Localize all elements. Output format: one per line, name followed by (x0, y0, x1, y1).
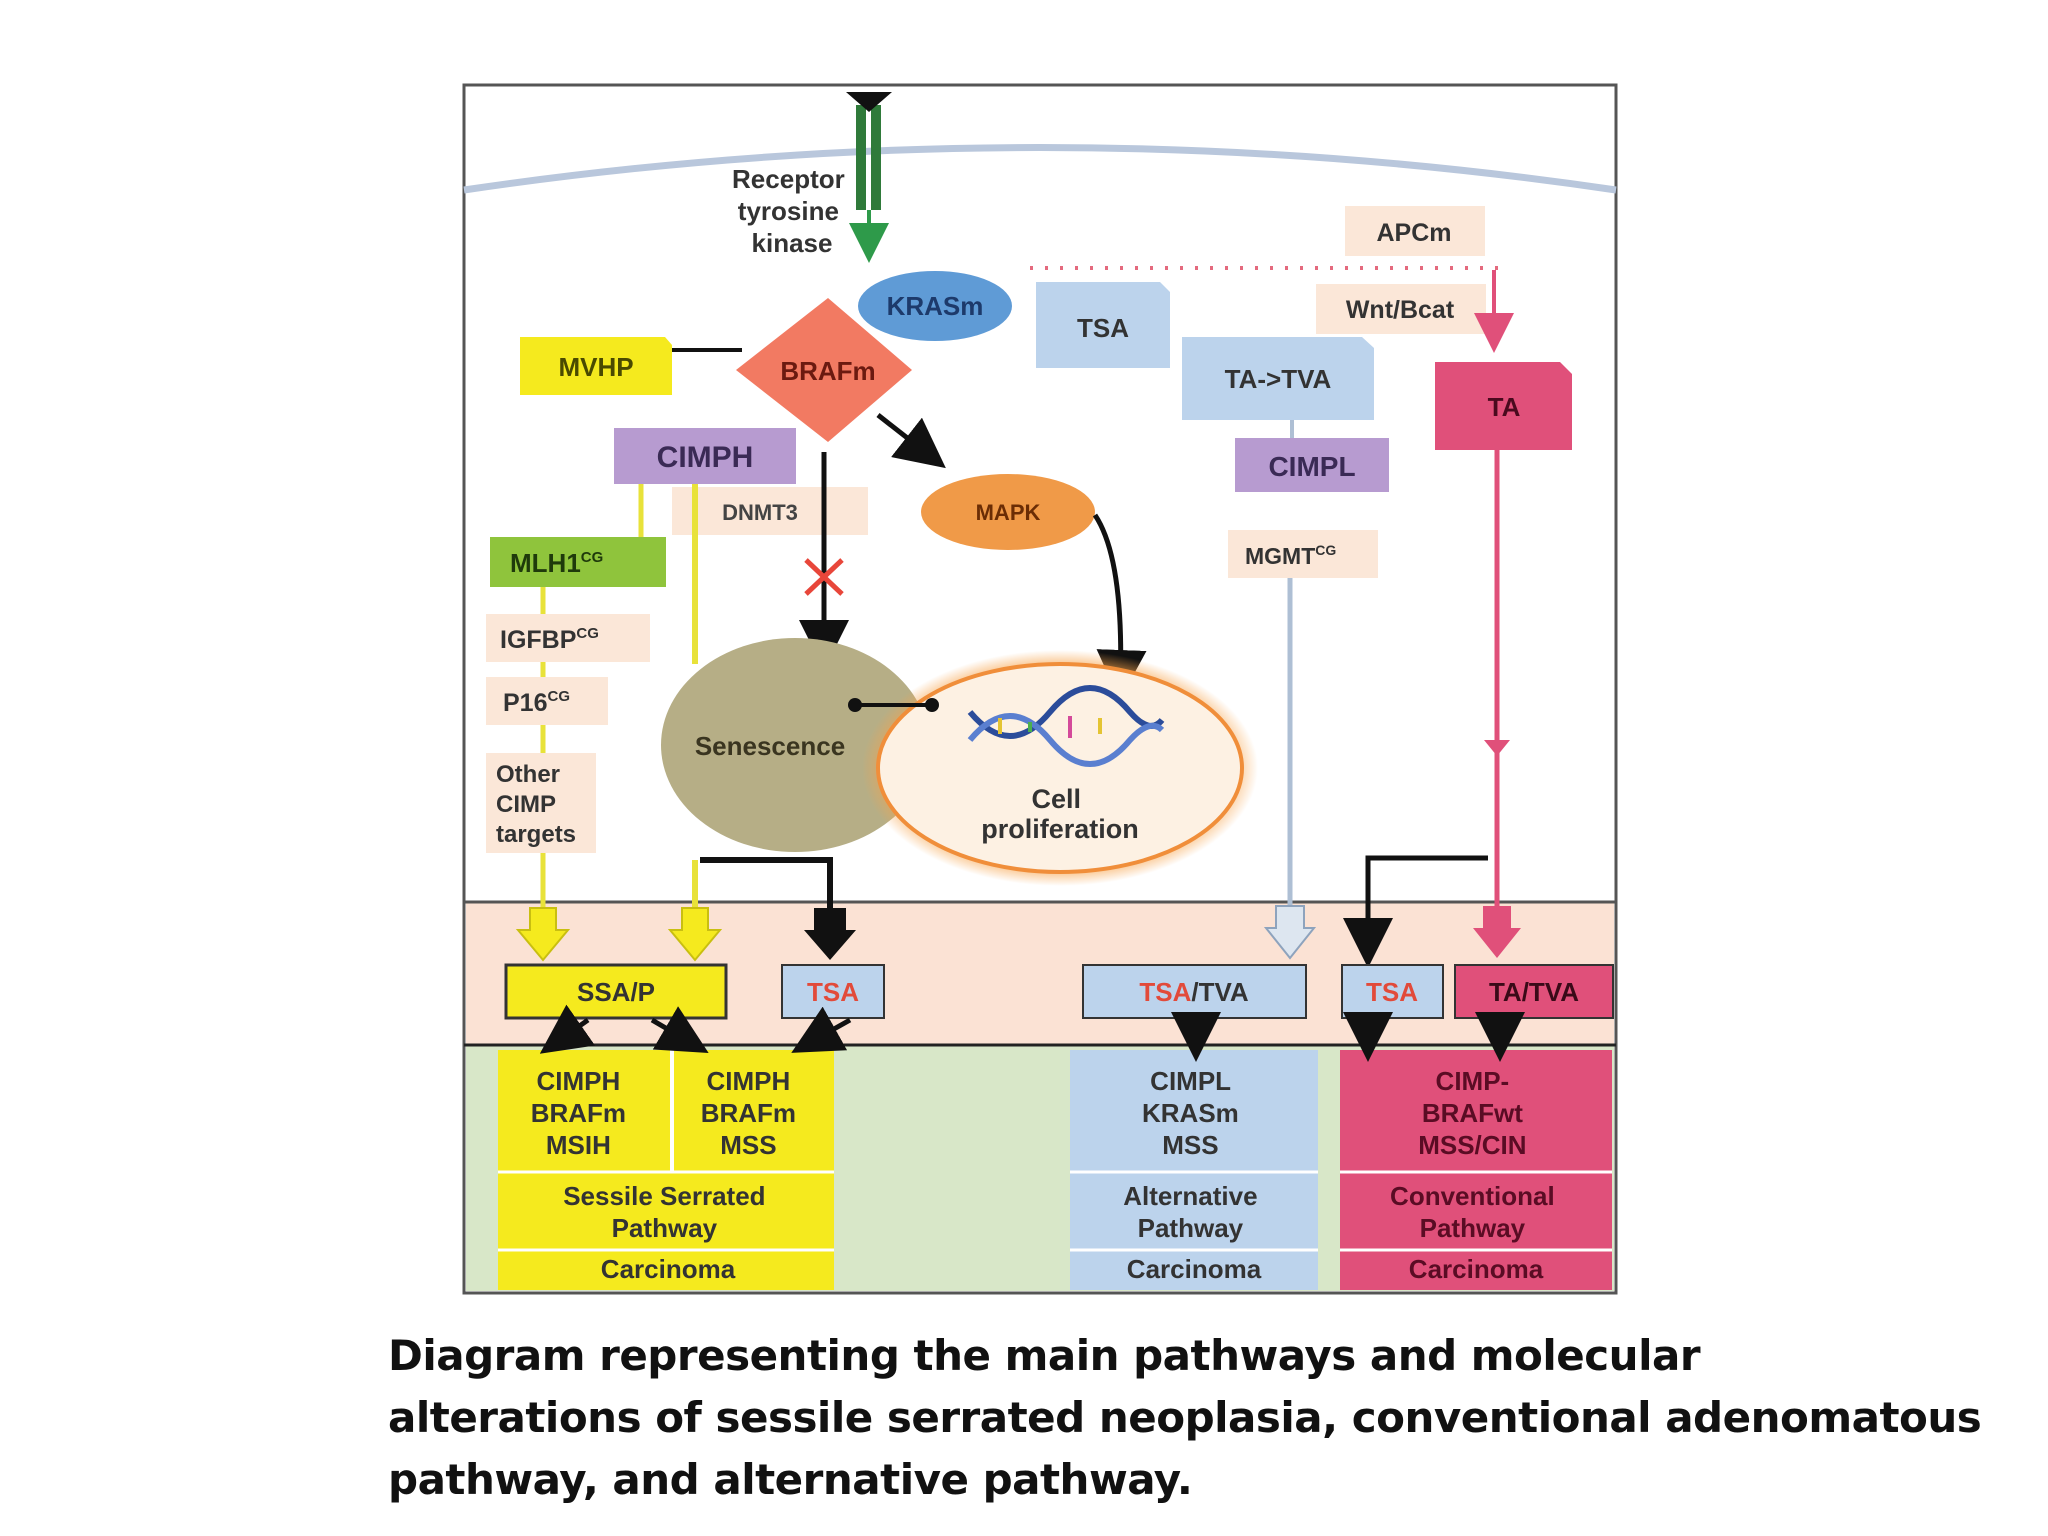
ser1-line-2: BRAFm (531, 1098, 626, 1128)
receptor-label-2: tyrosine (738, 196, 839, 226)
ta-top-label: TA (1488, 392, 1521, 422)
alt-pathway-1: Alternative (1123, 1181, 1257, 1211)
mgmt-label: MGMTCG (1245, 542, 1336, 569)
tatva-mid-label: TA/TVA (1489, 977, 1579, 1007)
other-cimp-targets-node (486, 753, 596, 853)
dnmt3-node (672, 487, 868, 535)
svg-text:Receptor tyrosine kina: Receptor tyrosine kinase (732, 164, 852, 258)
ser-carcinoma: Carcinoma (601, 1254, 736, 1284)
tsa-top-node (1036, 282, 1170, 368)
caption-line-3: pathway, and alternative pathway. (388, 1455, 1193, 1504)
senescence-node (661, 638, 929, 852)
conv-carcinoma: Carcinoma (1409, 1254, 1544, 1284)
tsa-mid-right-label: TSA (1366, 977, 1418, 1007)
cell-membrane (463, 144, 1617, 194)
ser2-line-1: CIMPH (706, 1066, 790, 1096)
wnt-label: Wnt/Bcat (1346, 296, 1455, 324)
tsa-arrow-icon (804, 908, 856, 960)
igfbp-label: IGFBPCG (500, 625, 599, 654)
proliferation-label-2: proliferation (981, 814, 1139, 844)
proliferation-label-1: Cell (1031, 784, 1081, 814)
ta-tva-top-label: TA->TVA (1225, 364, 1332, 394)
mapk-label: MAPK (976, 500, 1041, 525)
alt-carcinoma: Carcinoma (1127, 1254, 1262, 1284)
svg-text:CIMPH BRAFm MSIH C: CIMPH BRAFm MSIH CIMPH BRAFm MSS Sessile… (531, 1066, 804, 1284)
cimph-label: CIMPH (657, 441, 754, 474)
svg-text:Cell proliferation: Cell proliferation (981, 784, 1139, 844)
mvhp-label: MVHP (558, 352, 633, 382)
other-label-1: Other (496, 761, 560, 788)
figure-caption: Diagram representing the main pathways a… (388, 1325, 1982, 1511)
tsa-top-label: TSA (1077, 313, 1129, 343)
ser2-line-3: MSS (720, 1130, 776, 1160)
apc-label: APCm (1376, 219, 1451, 247)
conv-pathway-2: Pathway (1420, 1213, 1526, 1243)
svg-text:Other CIMP targets: Other CIMP targets (496, 761, 576, 848)
dnmt3-label: DNMT3 (722, 500, 798, 525)
ser-pathway-1: Sessile Serrated (563, 1181, 765, 1211)
other-label-2: CIMP (496, 791, 556, 818)
ssap-label: SSA/P (577, 977, 655, 1007)
receptor-label-3: kinase (752, 228, 833, 258)
caption-line-2: alterations of sessile serrated neoplasi… (388, 1393, 1982, 1442)
ssap-arrow-left-icon (515, 907, 571, 962)
conv-pathway-1: Conventional (1390, 1181, 1555, 1211)
ser1-line-3: MSIH (546, 1130, 611, 1160)
cimpl-label: CIMPL (1268, 451, 1355, 482)
proliferation-node (876, 662, 1244, 874)
p16-node (486, 677, 608, 725)
conv-line-1: CIMP- (1436, 1066, 1510, 1096)
tsa-mid-left-label: TSA (807, 977, 859, 1007)
tatva-mid-node (1454, 964, 1614, 1019)
alt-line-1: CIMPL (1150, 1066, 1231, 1096)
alt-arrow-icon (1263, 905, 1317, 960)
ser-pathway-2: Pathway (612, 1213, 718, 1243)
senescence-label: Senescence (695, 731, 845, 761)
ta-top-node (1435, 362, 1572, 450)
caption-line-1: Diagram representing the main pathways a… (388, 1331, 1701, 1380)
ser1-line-1: CIMPH (536, 1066, 620, 1096)
conv-line-3: MSS/CIN (1418, 1130, 1526, 1160)
other-label-3: targets (496, 821, 576, 848)
cimph-node (614, 428, 796, 484)
ser2-line-2: BRAFm (701, 1098, 796, 1128)
svg-text:CIMP- BRAFwt MSS/CIN: CIMP- BRAFwt MSS/CIN Conventional Pathwa… (1390, 1066, 1562, 1284)
wnt-node (1316, 284, 1486, 334)
kras-node (858, 271, 1012, 341)
block-cross-icon (804, 558, 844, 596)
igfbp-node (486, 614, 650, 662)
alt-pathway-2: Pathway (1138, 1213, 1244, 1243)
svg-text:CIMPL KRASm MSS Al: CIMPL KRASm MSS Alternative Pathway Carc… (1123, 1066, 1265, 1284)
cimpl-node (1235, 438, 1389, 492)
mlh1-node (490, 537, 666, 587)
alt-line-2: KRASm (1142, 1098, 1239, 1128)
braf-label: BRAFm (780, 356, 875, 386)
mlh1-label: MLH1CG (510, 548, 603, 578)
tsa-tva-mid-label: TSA/TVA (1139, 977, 1249, 1007)
kras-label: KRASm (887, 291, 984, 321)
ssap-arrow-right-icon (667, 907, 723, 962)
apc-node (1345, 206, 1485, 256)
dna-helix-icon (967, 685, 1165, 767)
conv-arrow-icon (1473, 906, 1521, 958)
receptor-label-1: Receptor (732, 164, 845, 194)
receptor-tyrosine-kinase (846, 92, 892, 263)
mapk-node (921, 474, 1095, 550)
braf-node (736, 298, 912, 442)
mvhp-node (520, 337, 672, 395)
ta-tva-top-node (1182, 337, 1374, 420)
pathway-diagram: Receptor tyrosine kinase KRASm MVHP BRAF… (462, 83, 1618, 1295)
p16-label: P16CG (503, 688, 570, 717)
mgmt-node (1228, 530, 1378, 578)
alt-line-3: MSS (1162, 1130, 1218, 1160)
conv-line-2: BRAFwt (1422, 1098, 1523, 1128)
